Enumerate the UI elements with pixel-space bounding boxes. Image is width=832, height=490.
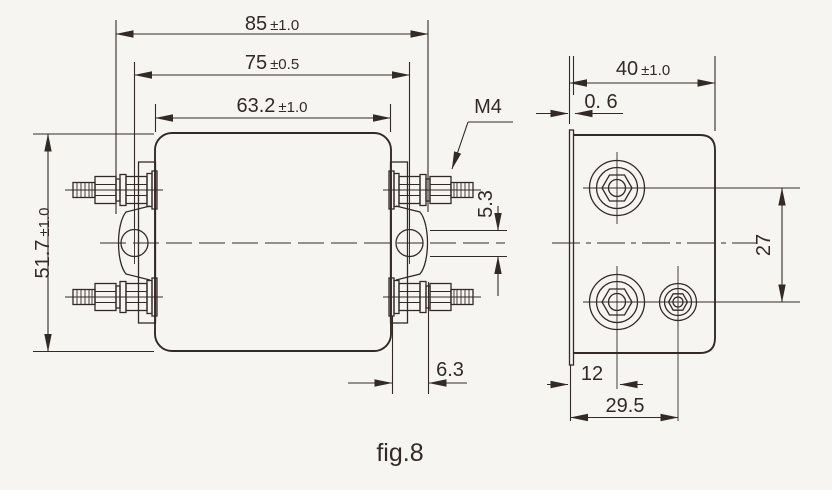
dim-label-12: 12 [581,363,603,385]
right-bracket-ear [395,205,429,281]
thread-callout: M4 [451,96,513,170]
figure-caption: fig.8 [376,439,423,467]
dim-line-terminal-offset: 12 [547,363,643,421]
dim-terminal-protrusion: 6.3 [348,282,467,394]
filter-body-front [154,132,392,352]
dim-overall-width: 85±1.0 [115,13,429,214]
dim-depth: 40±1.0 [568,56,716,131]
dim-mount-hole-spacing: 75±0.5 [133,52,411,228]
dim-mount-hole-height: 5.3 [430,190,507,296]
dim-label-51-7: 51.7±1.0 [32,207,54,278]
dim-label-27: 27 [753,234,775,256]
dim-label-29-5: 29.5 [606,395,645,417]
dim-label-40: 40±1.0 [616,58,670,80]
dim-label-75: 75±0.5 [245,52,299,74]
dim-body-height: 51.7±1.0 [32,133,154,353]
dim-terminal-row-spacing: 27 [753,187,786,303]
terminal-left-bottom [64,277,164,317]
dim-ground-screw-offset: 29.5 [570,395,679,422]
terminal-right-bottom [382,277,482,317]
filter-body-side [573,134,716,354]
front-view: 85±1.0 75±0.5 63.2±1.0 51.7±1.0 [32,13,513,394]
terminal-right-top [382,170,482,210]
dim-label-6-3: 6.3 [436,359,464,381]
mounting-flange-plate [568,129,575,366]
dim-flange-thickness: 0. 6 [536,91,623,118]
dim-body-width: 63.2±1.0 [154,95,392,132]
dim-label-85: 85±1.0 [245,13,299,35]
side-view: 40±1.0 0. 6 27 12 29.5 [536,56,800,422]
dim-label-63-2: 63.2±1.0 [236,95,307,117]
thread-label-m4: M4 [474,96,502,118]
dim-label-5-3: 5.3 [475,190,497,218]
terminal-left-top [64,170,164,210]
dim-label-0-6: 0. 6 [584,91,617,113]
